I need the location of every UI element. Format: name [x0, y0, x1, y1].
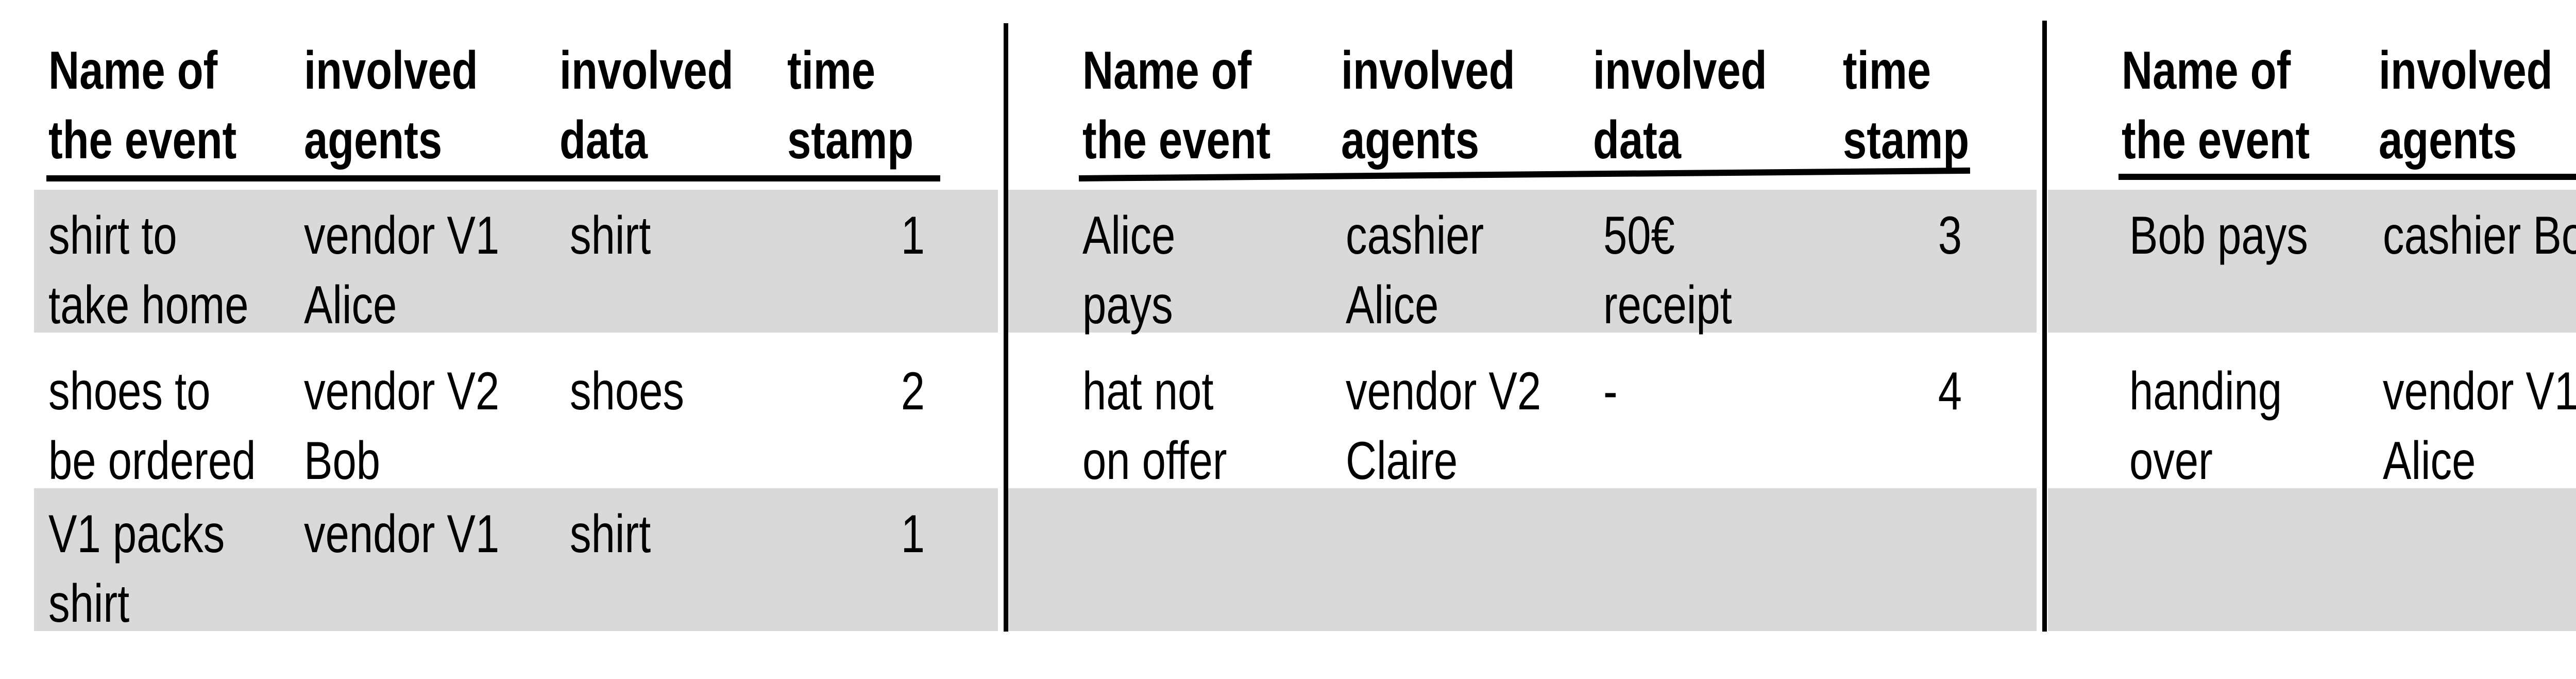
cell-text-line: Claire	[1346, 431, 1458, 491]
header-text-line: agents	[1341, 110, 1480, 170]
cell-time-stamp: 1	[901, 206, 925, 266]
header-text-line: stamp	[787, 110, 914, 170]
cell-text-line: vendor V1	[304, 206, 500, 266]
column-header-involved-agents: involved agents	[2379, 36, 2553, 175]
cell-event-name: Bob pays	[2129, 201, 2308, 271]
table-divider	[1004, 23, 1008, 632]
cell-involved-agents: vendor V2 Bob	[304, 357, 499, 496]
cell-text-line: Alice	[304, 275, 397, 335]
cell-text-line: shirt	[570, 206, 651, 266]
header-text-line: stamp	[1843, 110, 1970, 170]
table-divider	[2042, 21, 2047, 632]
cell-involved-agents: vendor V2 Claire	[1346, 357, 1541, 496]
cell-time-stamp: 2	[901, 361, 925, 421]
header-text-line: involved	[2379, 41, 2553, 101]
cell-text-line: Alice	[1082, 206, 1176, 266]
column-header-involved-data: involved data	[560, 36, 734, 175]
event-log-table-1: Name of the event involved agents involv…	[34, 0, 998, 679]
cell-text-line: shoes to	[48, 361, 211, 421]
cell-event-name: hat not on offer	[1082, 357, 1227, 496]
column-header-involved-agents: involved agents	[1341, 36, 1515, 175]
cell-event-name: shirt to take home	[48, 201, 249, 340]
cell-text-line: vendor V1	[2383, 361, 2576, 421]
cell-text-line: hat not	[1082, 361, 1214, 421]
column-header-time-stamp: time stamp	[1843, 36, 1969, 175]
header-text-line: Name of	[2122, 41, 2291, 101]
cell-text-line: shoes	[570, 361, 685, 421]
header-text-line: the event	[1082, 110, 1271, 170]
cell-time-stamp: 4	[1938, 361, 1962, 421]
cell-text-line: shirt	[570, 504, 651, 564]
event-log-table-3: Name of the event involved agents involv…	[2048, 0, 2576, 679]
cell-involved-agents: vendor V1 Alice	[304, 201, 499, 340]
header-text-line: time	[1843, 41, 1931, 101]
row-shade	[34, 488, 998, 631]
cell-involved-data: shirt	[570, 500, 651, 569]
event-log-table-2: Name of the event involved agents involv…	[1008, 0, 2037, 679]
cell-text-line: cashier	[1346, 206, 1484, 266]
cell-text-line: vendor V1	[304, 504, 500, 564]
cell-text-line: handing	[2129, 361, 2282, 421]
header-text-line: the event	[48, 110, 237, 170]
header-text-line: involved	[304, 41, 478, 101]
column-header-event-name: Name of the event	[2122, 36, 2310, 175]
cell-event-name: shoes to be ordered	[48, 357, 256, 496]
cell-involved-agents: vendor V1 Alice	[2383, 357, 2576, 496]
cell-text-line: pays	[1082, 275, 1173, 335]
header-text-line: agents	[304, 110, 443, 170]
cell-event-name: handing over	[2129, 357, 2282, 496]
header-text-line: the event	[2122, 110, 2310, 170]
cell-event-name: Alice pays	[1082, 201, 1175, 340]
cell-text-line: receipt	[1603, 275, 1732, 335]
cell-text-line: shirt	[48, 574, 130, 634]
cell-involved-data: shoes	[570, 357, 684, 426]
column-header-event-name: Name of the event	[1082, 36, 1270, 175]
cell-text-line: take home	[48, 275, 249, 335]
column-header-involved-data: involved data	[1593, 36, 1767, 175]
cell-text-line: Alice	[2383, 431, 2476, 491]
cell-involved-agents: cashier Bob	[2383, 201, 2576, 271]
header-text-line: Name of	[1082, 41, 1252, 101]
cell-text-line: V1 packs	[48, 504, 225, 564]
header-text-line: involved	[560, 41, 734, 101]
header-text-line: data	[560, 110, 648, 170]
cell-text-line: Bob	[304, 431, 381, 491]
cell-text-line: -	[1603, 361, 1618, 421]
cell-text-line: on offer	[1082, 431, 1227, 491]
cell-involved-agents: vendor V1	[304, 500, 499, 569]
cell-text-line: over	[2129, 431, 2213, 491]
cell-involved-data: 50€ receipt	[1603, 201, 1732, 340]
header-underline	[46, 175, 940, 181]
row-shade	[1008, 190, 2037, 333]
cell-time-stamp: 3	[1938, 206, 1962, 266]
column-header-time-stamp: time stamp	[787, 36, 913, 175]
header-text-line: agents	[2379, 110, 2517, 170]
cell-text-line: vendor V2	[304, 361, 500, 421]
cell-involved-data: -	[1603, 357, 1618, 426]
header-text-line: time	[787, 41, 876, 101]
row-shade	[34, 190, 998, 333]
column-header-involved-agents: involved agents	[304, 36, 478, 175]
cell-text-line: 50€	[1603, 206, 1675, 266]
cell-event-name: V1 packs shirt	[48, 500, 225, 639]
header-text-line: data	[1593, 110, 1682, 170]
row-shade	[2048, 488, 2576, 631]
cell-text-line: shirt to	[48, 206, 177, 266]
cell-text-line: vendor V2	[1346, 361, 1541, 421]
header-text-line: involved	[1593, 41, 1767, 101]
header-text-line: involved	[1341, 41, 1515, 101]
column-header-event-name: Name of the event	[48, 36, 236, 175]
cell-text-line: Alice	[1346, 275, 1439, 335]
row-shade	[2048, 190, 2576, 333]
header-underline	[2119, 174, 2576, 180]
cell-text-line: be ordered	[48, 431, 256, 491]
header-text-line: Name of	[48, 41, 218, 101]
cell-involved-agents: cashier Alice	[1346, 201, 1484, 340]
cell-text-line: Bob pays	[2129, 206, 2308, 266]
cell-text-line: cashier Bob	[2383, 206, 2576, 266]
cell-time-stamp: 1	[901, 504, 925, 564]
cell-involved-data: shirt	[570, 201, 651, 271]
row-shade	[1008, 488, 2037, 631]
